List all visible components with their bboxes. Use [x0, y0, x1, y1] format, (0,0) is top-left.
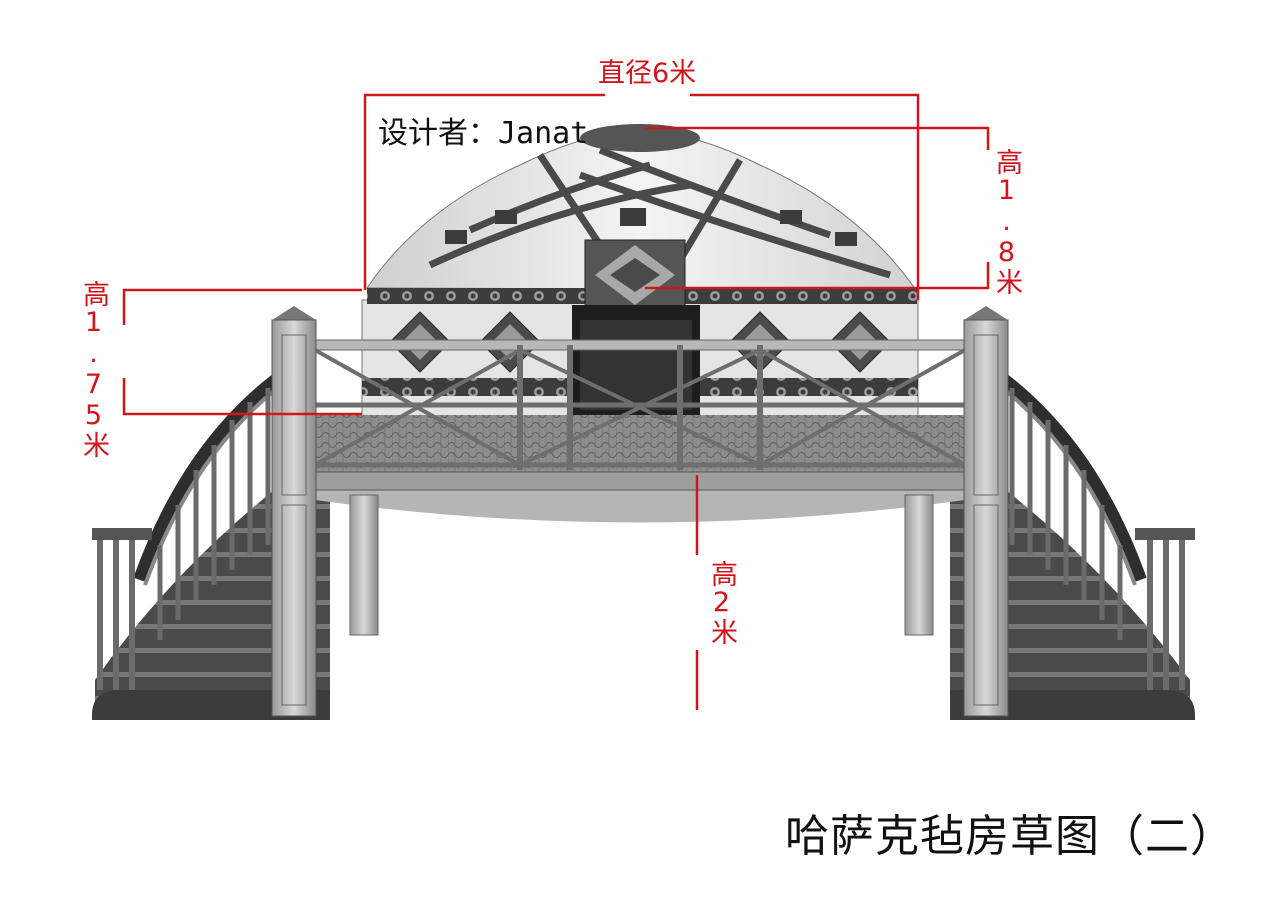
roof-height-label: 高1.8米 — [991, 148, 1022, 295]
yurt — [361, 124, 919, 447]
diameter-label: 直径6米 — [598, 58, 697, 89]
left-corner-post — [271, 306, 317, 717]
platform-base — [315, 488, 965, 636]
diagram-caption: 哈萨克毡房草图（二） — [785, 811, 1235, 862]
platform-deck — [309, 415, 971, 491]
platform-height-label: 高2米 — [706, 560, 737, 645]
wall-height-label: 高1.75米 — [78, 280, 109, 458]
designer-label: 设计者：Janat — [378, 116, 589, 151]
right-staircase — [950, 364, 1195, 720]
dimension-lines — [122, 93, 990, 710]
right-corner-post — [963, 306, 1009, 717]
